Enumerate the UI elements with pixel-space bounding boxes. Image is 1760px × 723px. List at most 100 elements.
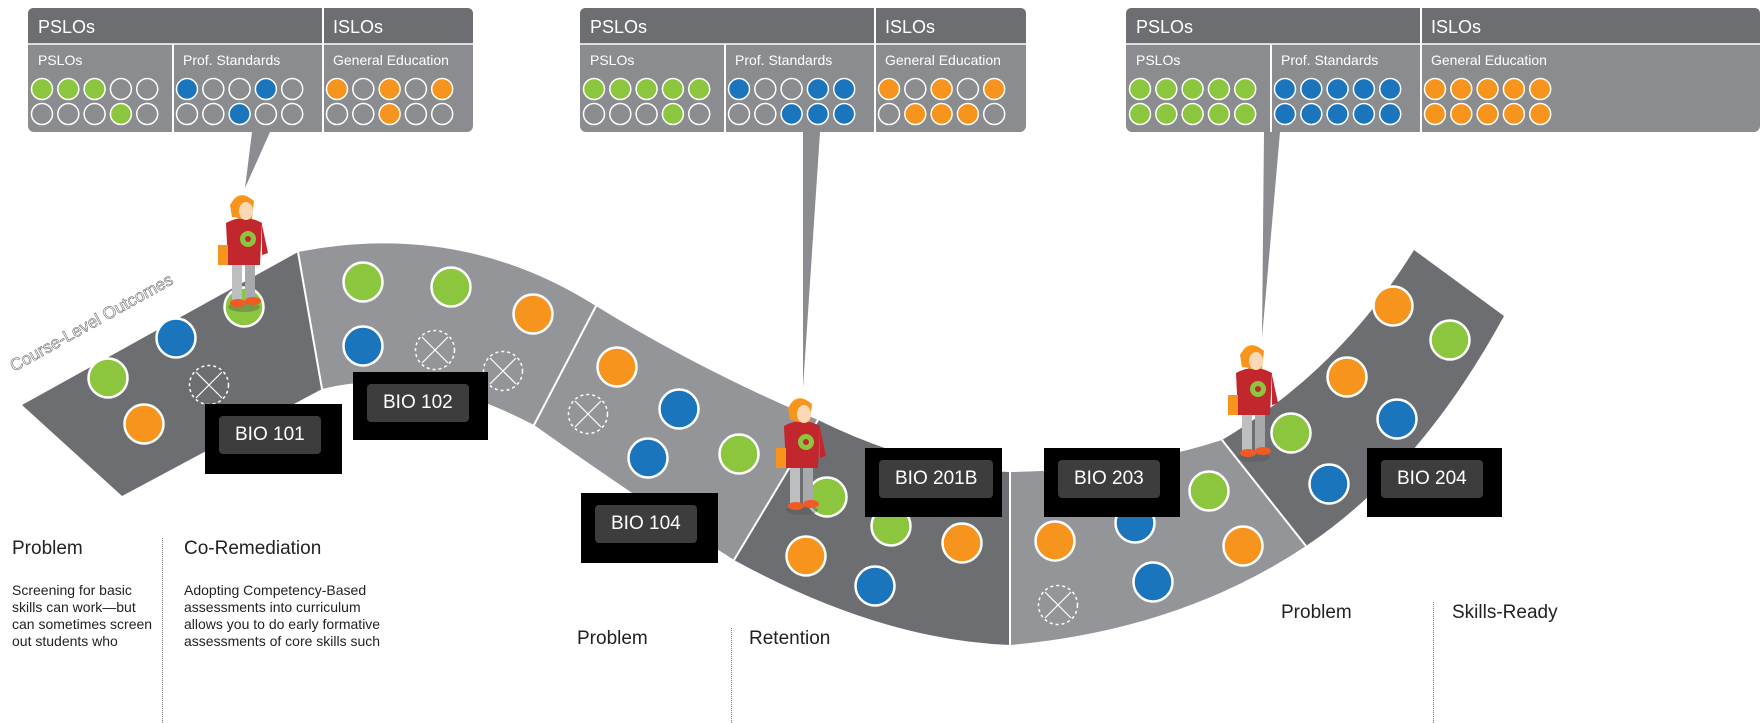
road-outcome-circle bbox=[1308, 463, 1350, 505]
outcome-met bbox=[1528, 77, 1552, 101]
islos-header: ISLOs bbox=[333, 17, 383, 37]
course-label-bio-102[interactable]: BIO 102 bbox=[353, 372, 488, 440]
outcome-met bbox=[1352, 77, 1376, 101]
student-figure bbox=[218, 195, 268, 312]
section-label: PSLOs bbox=[590, 52, 634, 68]
outcome-met bbox=[727, 77, 751, 101]
outcome-unmet bbox=[352, 102, 375, 126]
outcome-met bbox=[1528, 102, 1552, 126]
outcome-met bbox=[1155, 102, 1178, 126]
outcome-met bbox=[228, 102, 251, 126]
outcome-unmet bbox=[727, 102, 751, 126]
road-outcome-circle bbox=[1188, 470, 1230, 512]
note-heading: Skills-Ready bbox=[1452, 602, 1558, 623]
outcome-met bbox=[378, 77, 401, 101]
course-name: BIO 101 bbox=[219, 416, 321, 454]
outcome-met bbox=[1326, 77, 1349, 101]
missing-outcome-icon bbox=[567, 393, 609, 435]
outcome-met bbox=[1502, 77, 1526, 101]
outcome-met bbox=[1352, 102, 1376, 126]
outcome-unmet bbox=[280, 102, 304, 126]
road-outcome-circle bbox=[1429, 319, 1471, 361]
outcome-met bbox=[930, 102, 953, 126]
road-outcome-circle bbox=[342, 325, 384, 367]
road-outcome-circle bbox=[596, 346, 638, 388]
course-name: BIO 201B bbox=[879, 460, 994, 498]
outcome-met bbox=[1273, 102, 1297, 126]
course-label-bio-201b[interactable]: BIO 201B bbox=[865, 448, 1002, 517]
note-skills-ready: Skills-Ready bbox=[1452, 602, 1558, 624]
section-label: General Education bbox=[333, 52, 449, 68]
outcome-unmet bbox=[228, 77, 251, 101]
course-label-bio-204[interactable]: BIO 204 bbox=[1367, 448, 1502, 517]
outcome-met bbox=[430, 77, 454, 101]
outcome-unmet bbox=[635, 102, 658, 126]
outcome-met bbox=[1233, 102, 1257, 126]
road-outcome-circle bbox=[718, 433, 760, 475]
outcome-met bbox=[806, 102, 830, 126]
note-heading: Problem bbox=[12, 538, 83, 559]
islos-header: ISLOs bbox=[885, 17, 935, 37]
course-label-bio-101[interactable]: BIO 101 bbox=[205, 404, 342, 474]
outcome-met bbox=[635, 77, 658, 101]
section-label: Prof. Standards bbox=[183, 52, 280, 68]
outcome-unmet bbox=[582, 102, 606, 126]
road-outcome-circle bbox=[342, 261, 384, 303]
road-outcome-circle bbox=[785, 535, 827, 577]
road-outcome-circle bbox=[1132, 561, 1174, 603]
outcome-met bbox=[1128, 77, 1152, 101]
outcome-met bbox=[780, 102, 803, 126]
outcome-met bbox=[1450, 77, 1473, 101]
outcome-met bbox=[254, 77, 278, 101]
course-name: BIO 102 bbox=[367, 384, 469, 422]
road-outcome-circle bbox=[1222, 525, 1264, 567]
outcome-met bbox=[661, 77, 685, 101]
outcome-unmet bbox=[135, 102, 159, 126]
callout-pointer-2 bbox=[803, 132, 820, 388]
section-label: PSLOs bbox=[38, 52, 82, 68]
outcome-unmet bbox=[754, 102, 777, 126]
outcome-met bbox=[1502, 102, 1526, 126]
road-outcome-circle bbox=[512, 293, 554, 335]
outcome-met bbox=[877, 77, 901, 101]
section-label: Prof. Standards bbox=[1281, 52, 1378, 68]
outcome-met bbox=[83, 77, 106, 101]
road-outcome-circle bbox=[1270, 412, 1312, 454]
outcome-met bbox=[1476, 77, 1499, 101]
road-outcome-circles bbox=[87, 261, 1471, 626]
road-outcome-circle bbox=[1326, 356, 1368, 398]
note-problem-1: Problem Screening for basic skills can w… bbox=[12, 538, 162, 650]
note-heading: Retention bbox=[749, 628, 831, 649]
outcome-unmet bbox=[254, 102, 278, 126]
outcome-met bbox=[806, 77, 830, 101]
outcome-met bbox=[1273, 77, 1297, 101]
outcome-met bbox=[1128, 102, 1152, 126]
course-label-bio-104[interactable]: BIO 104 bbox=[581, 493, 718, 563]
outcome-unmet bbox=[904, 77, 927, 101]
outcome-unmet bbox=[877, 102, 901, 126]
outcome-met bbox=[1181, 102, 1204, 126]
outcome-met bbox=[930, 77, 953, 101]
outcome-met bbox=[30, 77, 54, 101]
outcome-met bbox=[325, 77, 349, 101]
road-outcome-circle bbox=[1372, 285, 1414, 327]
road-outcome-circle bbox=[627, 437, 669, 479]
student-figure bbox=[776, 398, 826, 515]
road-outcome-circle bbox=[941, 522, 983, 564]
outcome-met bbox=[1476, 102, 1499, 126]
missing-outcome-icon bbox=[1037, 584, 1079, 626]
outcome-met bbox=[832, 77, 856, 101]
islos-header: ISLOs bbox=[1431, 17, 1481, 37]
outcome-unmet bbox=[956, 77, 980, 101]
outcome-unmet bbox=[609, 102, 632, 126]
road-outcome-circle bbox=[658, 388, 700, 430]
course-label-bio-203[interactable]: BIO 203 bbox=[1044, 448, 1180, 517]
student-figure bbox=[1228, 345, 1278, 462]
panel-header bbox=[28, 8, 473, 44]
outcome-unmet bbox=[135, 77, 159, 101]
note-problem-3: Problem bbox=[1281, 602, 1352, 624]
outcome-unmet bbox=[352, 77, 375, 101]
